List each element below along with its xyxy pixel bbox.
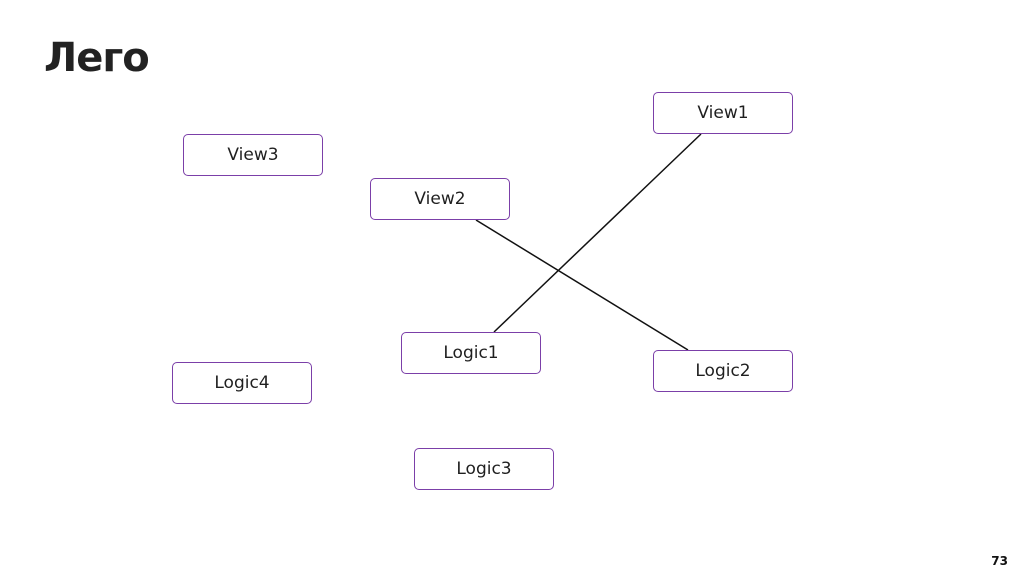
node-view1-label: View1 <box>697 103 749 123</box>
page-number: 73 <box>991 554 1008 568</box>
slide-title: Лего <box>44 35 150 81</box>
node-view2-label: View2 <box>414 189 466 209</box>
node-view3: View3 <box>183 134 323 176</box>
node-logic2: Logic2 <box>653 350 793 392</box>
node-view3-label: View3 <box>227 145 279 165</box>
node-view1: View1 <box>653 92 793 134</box>
connector-view1-logic1 <box>493 133 702 333</box>
node-logic2-label: Logic2 <box>695 361 751 381</box>
node-logic4: Logic4 <box>172 362 312 404</box>
node-view2: View2 <box>370 178 510 220</box>
node-logic1: Logic1 <box>401 332 541 374</box>
node-logic4-label: Logic4 <box>214 373 270 393</box>
connector-view2-logic2 <box>475 219 689 351</box>
node-logic3: Logic3 <box>414 448 554 490</box>
node-logic3-label: Logic3 <box>456 459 512 479</box>
node-logic1-label: Logic1 <box>443 343 499 363</box>
